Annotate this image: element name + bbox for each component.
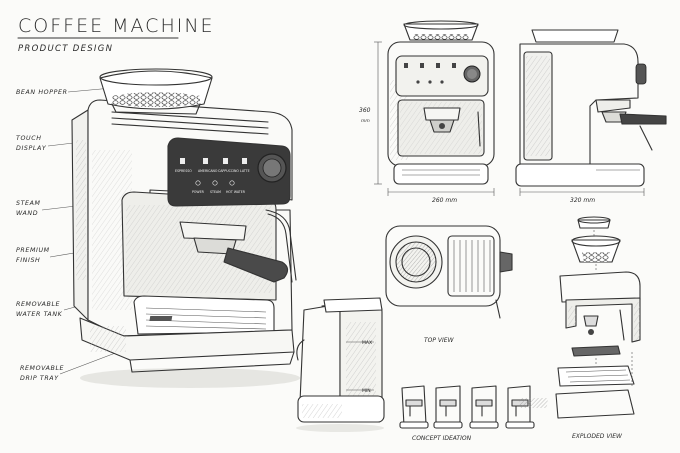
- callout-steam-wand-line2: WAND: [16, 210, 38, 217]
- height-unit: mm: [361, 119, 370, 124]
- height-value: 360: [359, 107, 371, 114]
- display-label-steam: STEAM: [210, 190, 221, 194]
- drip-tray: [133, 295, 275, 335]
- display-label-power: POWER: [192, 190, 205, 194]
- sheet-title: COFFEE MACHINE: [18, 15, 215, 37]
- display-label-americano: AMERICANO: [198, 169, 218, 173]
- callout-bean-hopper-text: BEAN HOPPER: [16, 89, 68, 96]
- callout-bean-hopper: BEAN HOPPER: [16, 87, 113, 96]
- callout-premium-finish-line1: PREMIUM: [16, 247, 50, 254]
- sheet-subtitle: PRODUCT DESIGN: [18, 44, 113, 54]
- display-label-hot-water: HOT WATER: [226, 190, 246, 194]
- display-label-cappuccino: CAPPUCCINO: [218, 169, 239, 173]
- front-view-sketch: 360 mm 260 mm: [359, 20, 495, 204]
- top-view-label: TOP VIEW: [424, 337, 455, 344]
- callout-drip-tray-line1: REMOVABLE: [20, 365, 64, 372]
- water-tank-sketch: MAX MIN: [296, 297, 385, 432]
- touch-display-panel: [167, 137, 291, 207]
- display-icons: ESPRESSO AMERICANO CAPPUCCINO LATTE POWE…: [175, 158, 250, 194]
- callout-drip-tray-line2: DRIP TRAY: [20, 375, 59, 382]
- callout-premium-finish: PREMIUM FINISH: [16, 247, 81, 264]
- display-label-espresso: ESPRESSO: [175, 169, 192, 173]
- display-label-latte: LATTE: [240, 169, 250, 173]
- portafilter-handle: [223, 247, 289, 283]
- callout-steam-wand: STEAM WAND: [16, 200, 77, 217]
- concept-ideation-label: CONCEPT IDEATION: [412, 435, 472, 442]
- concept-variant-1: [399, 385, 429, 429]
- depth-dimension: 320 mm: [570, 197, 595, 204]
- exploded-view-sketch: EXPLODED VIEW: [518, 216, 641, 440]
- callout-water-tank-line2: WATER TANK: [16, 311, 63, 318]
- width-dimension: 260 mm: [432, 197, 457, 204]
- concept-variant-3: [469, 385, 499, 429]
- main-machine-sketch: ESPRESSO AMERICANO CAPPUCCINO LATTE POWE…: [71, 68, 300, 388]
- callout-steam-wand-line1: STEAM: [16, 200, 41, 207]
- callout-touch-display-line1: TOUCH: [16, 135, 42, 142]
- tank-max-mark: MAX: [362, 340, 372, 346]
- concept-variant-2: [433, 385, 463, 429]
- exploded-view-label: EXPLODED VIEW: [572, 433, 623, 440]
- callout-water-tank-line1: REMOVABLE: [16, 301, 60, 308]
- concept-ideation-sketch: CONCEPT IDEATION: [399, 385, 535, 442]
- top-view-sketch: TOP VIEW: [385, 225, 513, 344]
- callout-premium-finish-line2: FINISH: [16, 257, 40, 264]
- tank-min-mark: MIN: [362, 388, 371, 394]
- callout-removable-drip-tray: REMOVABLE DRIP TRAY: [20, 351, 119, 382]
- callout-touch-display-line2: DISPLAY: [16, 145, 47, 152]
- side-view-sketch: 320 mm: [515, 29, 667, 204]
